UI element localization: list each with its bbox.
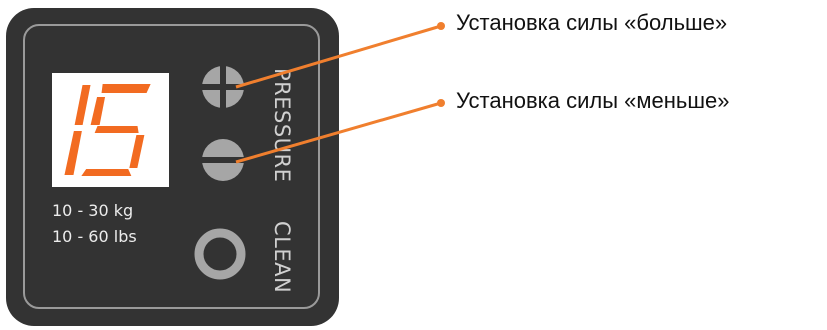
seven-segment-display (52, 73, 169, 187)
pressure-label: PRESSURE (270, 68, 294, 183)
leader-line-decrease (235, 101, 442, 164)
clean-label: CLEAN (270, 221, 294, 294)
range-lbs: 10 - 60 lbs (52, 227, 137, 246)
display-digits-icon (64, 84, 151, 176)
digit-5-bottom-segment (81, 169, 132, 176)
leader-dot-increase (437, 22, 445, 30)
digit-5-middle-segment (94, 126, 139, 133)
callout-decrease: Установка силы «меньше» (456, 88, 730, 113)
digit-1-upper-segment (74, 85, 91, 125)
digit-5-upper-left-segment (90, 97, 106, 125)
pressure-increase-button[interactable] (200, 64, 246, 110)
leader-line-increase (235, 24, 442, 89)
pressure-decrease-button[interactable] (200, 139, 246, 181)
callout-increase: Установка силы «больше» (456, 10, 728, 35)
digit-1-lower-segment (64, 131, 82, 175)
digit-5-top-segment (101, 84, 151, 93)
clean-button[interactable] (194, 228, 246, 280)
ring-button-icon[interactable] (194, 228, 246, 280)
leader-dot-decrease (437, 99, 445, 107)
range-kg: 10 - 30 kg (52, 201, 134, 220)
control-panel-frame (23, 24, 320, 309)
digit-5-lower-right-segment (129, 135, 145, 168)
